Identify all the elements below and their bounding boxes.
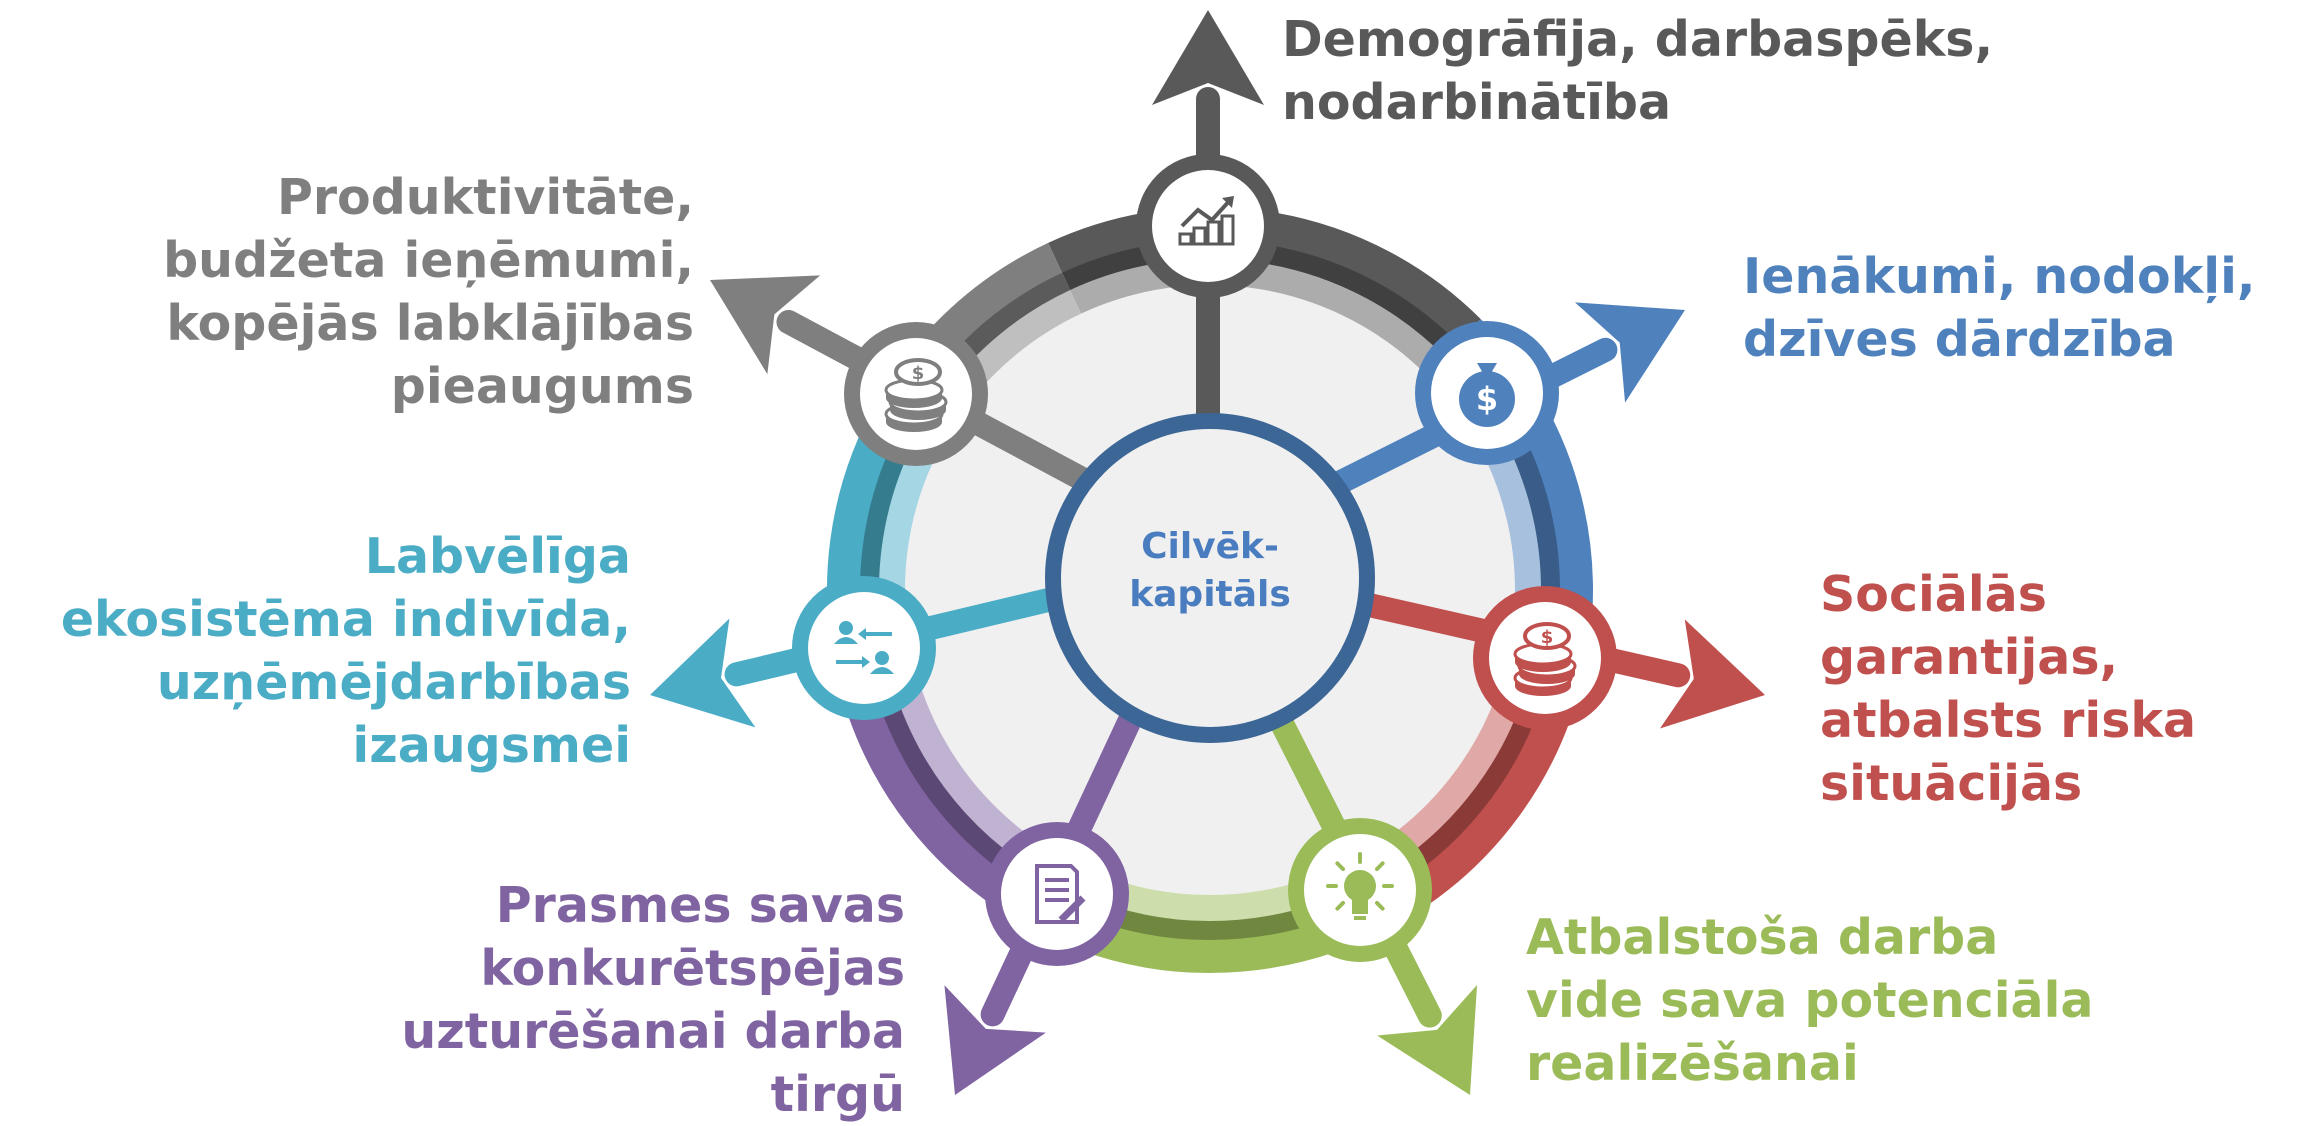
arrow-head-ienakumi: [1574, 302, 1685, 403]
badge-demografija: [1136, 154, 1280, 298]
label-line: Ienākumi, nodokļi,: [1743, 248, 2256, 305]
label-atbalstosa: Atbalstoša darba vide sava potenciāla re…: [1526, 906, 2093, 1095]
center-label-line2: kapitāls: [1129, 574, 1291, 615]
lightbulb-icon: [1326, 852, 1394, 920]
badge-ienakumi: $: [1415, 321, 1559, 465]
center-label-line1: Cilvēk-: [1141, 526, 1279, 567]
badge-labveliga: [792, 576, 936, 720]
label-socialas: Sociālās garantijas, atbalsts riska situ…: [1820, 563, 2196, 815]
label-line: kopējās labklājības: [166, 295, 694, 352]
arrow-head-atbalstosa: [1377, 984, 1478, 1095]
label-demografija: Demogrāfija, darbaspēks, nodarbinātība: [1282, 8, 1993, 134]
center-circle: [1045, 413, 1375, 743]
label-line: vide sava potenciāla: [1526, 972, 2094, 1029]
icon-badges: $ $ $: [792, 154, 1617, 966]
label-labveliga: Labvēlīga ekosistēma indivīda, uzņēmējda…: [61, 525, 631, 777]
badge-prasmes: [985, 822, 1129, 966]
arrow-head-labveliga: [650, 618, 756, 728]
label-line: uzņēmējdarbības: [156, 654, 631, 711]
label-line: tirgū: [770, 1066, 905, 1123]
label-line: realizēšanai: [1526, 1035, 1859, 1092]
ring-inner-demografija: [1070, 259, 1445, 375]
arrow-head-demografija: [1152, 10, 1264, 105]
badge-socialas: $: [1473, 586, 1617, 730]
label-line: konkurētspējas: [480, 940, 905, 997]
label-line: izaugsmei: [352, 717, 631, 774]
coin-stack-icon: $: [1513, 622, 1577, 696]
label-line: nodarbinātība: [1282, 74, 1672, 131]
label-line: ekosistēma indivīda,: [60, 591, 631, 648]
label-line: Produktivitāte,: [276, 169, 694, 226]
label-line: situācijās: [1820, 755, 2083, 812]
label-line: dzīves dārdzība: [1743, 311, 2176, 368]
label-line: Atbalstoša darba: [1526, 909, 1999, 966]
label-line: atbalsts riska: [1820, 692, 2197, 749]
arrow-head-prasmes: [944, 985, 1046, 1095]
label-prasmes: Prasmes savas konkurētspējas uzturēšanai…: [401, 874, 905, 1126]
label-line: uzturēšanai darba: [401, 1003, 905, 1060]
label-line: Sociālās: [1820, 566, 2047, 623]
growth-chart-icon: [1178, 196, 1235, 246]
label-line: Prasmes savas: [495, 877, 905, 934]
svg-text:$: $: [912, 363, 925, 384]
label-ienakumi: Ienākumi, nodokļi, dzīves dārdzība: [1743, 245, 2256, 371]
svg-text:$: $: [1476, 380, 1498, 418]
label-produktivitate: Produktivitāte, budžeta ieņēmumi, kopējā…: [163, 166, 694, 418]
badge-produktivitate: $: [844, 322, 988, 466]
document-pen-icon: [1035, 864, 1086, 924]
label-line: Labvēlīga: [364, 528, 631, 585]
svg-text:$: $: [1541, 627, 1554, 648]
label-line: pieaugums: [390, 358, 694, 415]
money-bag-dollar-icon: $: [1459, 363, 1515, 427]
arrow-head-produktivitate: [710, 275, 821, 375]
coin-stack-icon: $: [884, 358, 948, 432]
badge-atbalstosa: [1288, 818, 1432, 962]
label-line: Demogrāfija, darbaspēks,: [1282, 11, 1994, 68]
label-line: garantijas,: [1820, 629, 2119, 686]
arrow-head-socialas: [1659, 619, 1765, 729]
label-line: budžeta ieņēmumi,: [163, 232, 694, 289]
people-exchange-icon: [834, 621, 894, 674]
